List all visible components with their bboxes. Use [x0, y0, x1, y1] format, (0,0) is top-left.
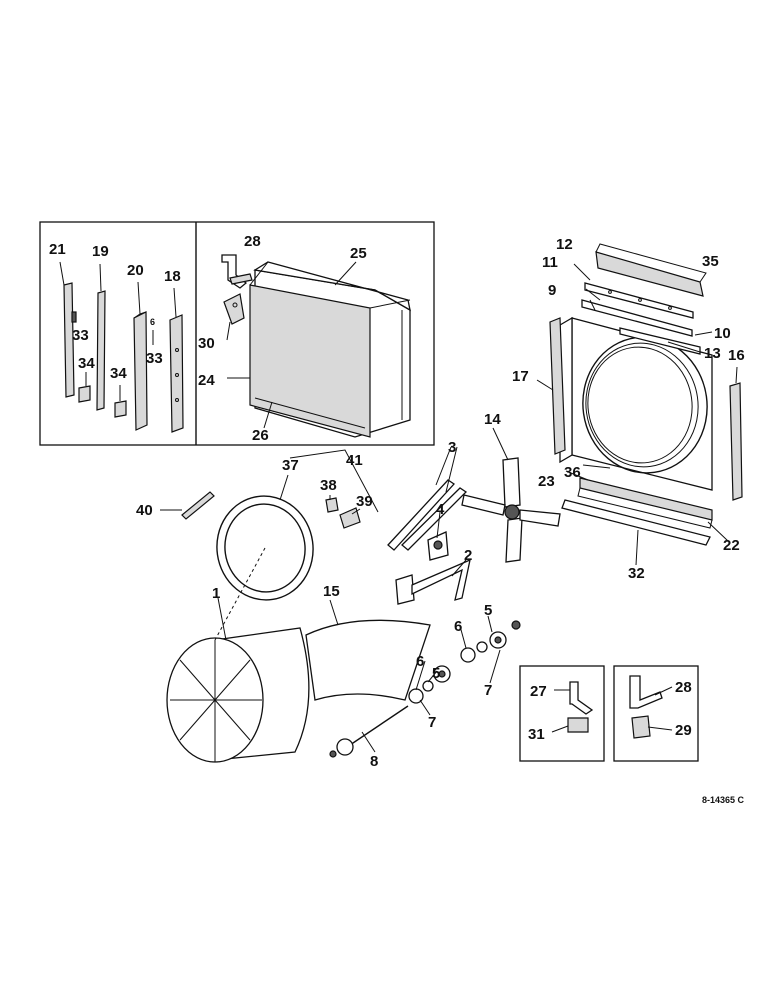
callout-33-left: 33	[72, 327, 89, 344]
callout-5-left: 5	[432, 665, 440, 682]
strip-12	[584, 282, 694, 319]
bracket-28-top	[221, 254, 253, 289]
callout-38: 38	[320, 477, 337, 494]
top-bar-35	[595, 243, 707, 297]
drum-1	[166, 547, 310, 763]
callout-7-right: 7	[484, 682, 492, 699]
lower-right-inset-right	[613, 665, 699, 762]
callout-13: 13	[704, 345, 721, 362]
callout-26: 26	[252, 427, 269, 444]
bracket-38	[325, 497, 339, 513]
bottom-bar-32	[561, 499, 711, 546]
callout-28-top: 28	[244, 233, 261, 250]
callout-33-right: 33	[146, 350, 163, 367]
side-strip-19	[96, 263, 106, 411]
braces-3	[387, 479, 468, 551]
side-strip-18	[169, 287, 184, 433]
callout-34-right: 34	[110, 365, 127, 382]
callout-31: 31	[528, 726, 545, 743]
strip-40	[181, 491, 215, 520]
side-strip-9	[549, 317, 566, 455]
callout-17: 17	[512, 368, 529, 385]
callout-20: 20	[127, 262, 144, 279]
callout-6-right: 6	[454, 618, 462, 635]
lower-right-inset-left	[519, 665, 605, 762]
shroud-panel	[559, 316, 713, 491]
baffle-15	[305, 599, 431, 701]
callout-14: 14	[484, 411, 501, 428]
upper-left-inset	[39, 221, 435, 446]
bottom-bar-22	[577, 477, 713, 529]
callout-39: 39	[356, 493, 373, 510]
bracket-4	[427, 531, 449, 561]
leader-41	[289, 449, 379, 513]
callout-6-left: 6	[416, 653, 424, 670]
callout-3: 3	[448, 439, 456, 456]
nuts-washers	[408, 620, 521, 704]
callout-27: 27	[530, 683, 547, 700]
callout-12: 12	[556, 236, 573, 253]
callout-11: 11	[542, 254, 558, 271]
bolt-33-left	[71, 311, 77, 323]
callout-6-small: 6	[150, 317, 155, 327]
strip-10	[619, 327, 701, 355]
callout-36: 36	[564, 464, 581, 481]
callout-22: 22	[723, 537, 740, 554]
callout-35: 35	[702, 253, 719, 270]
drawing-number: 8-14365 C	[702, 795, 745, 805]
callout-19: 19	[92, 243, 109, 260]
callout-10: 10	[714, 325, 731, 342]
callout-18: 18	[164, 268, 181, 285]
strip-11	[581, 299, 693, 337]
callout-25: 25	[350, 245, 367, 262]
callout-1: 1	[212, 585, 220, 602]
bracket-2	[395, 558, 471, 605]
side-strip-20	[133, 281, 148, 431]
fan	[461, 457, 561, 563]
callout-29: 29	[675, 722, 692, 739]
callout-40: 40	[136, 502, 153, 519]
callout-15: 15	[323, 583, 340, 600]
callout-41: 41	[346, 452, 363, 469]
bracket-30	[223, 293, 245, 325]
callout-37: 37	[282, 457, 299, 474]
radiator	[249, 261, 411, 438]
callout-16: 16	[728, 347, 745, 364]
callout-4: 4	[436, 501, 445, 518]
callout-23: 23	[538, 473, 555, 490]
callout-34-left: 34	[78, 355, 95, 372]
callout-9: 9	[548, 282, 556, 299]
callout-2: 2	[464, 547, 472, 564]
leader-lines	[160, 261, 729, 753]
callout-8: 8	[370, 753, 378, 770]
bracket-39	[339, 507, 361, 529]
callout-5-right: 5	[484, 602, 492, 619]
rod-8	[329, 705, 409, 758]
callout-7-left: 7	[428, 714, 436, 731]
callout-30: 30	[198, 335, 215, 352]
callout-32: 32	[628, 565, 645, 582]
callout-labels: 21 19 20 18 33 6 33 34 34 28 25 30 24 26…	[49, 233, 745, 805]
pad-34-left	[78, 372, 91, 403]
pad-34-right	[114, 385, 127, 418]
callout-24: 24	[198, 372, 215, 389]
side-strip-16	[729, 366, 743, 501]
callout-28-bottom: 28	[675, 679, 692, 696]
ring-37	[216, 495, 314, 601]
callout-21: 21	[49, 241, 66, 258]
